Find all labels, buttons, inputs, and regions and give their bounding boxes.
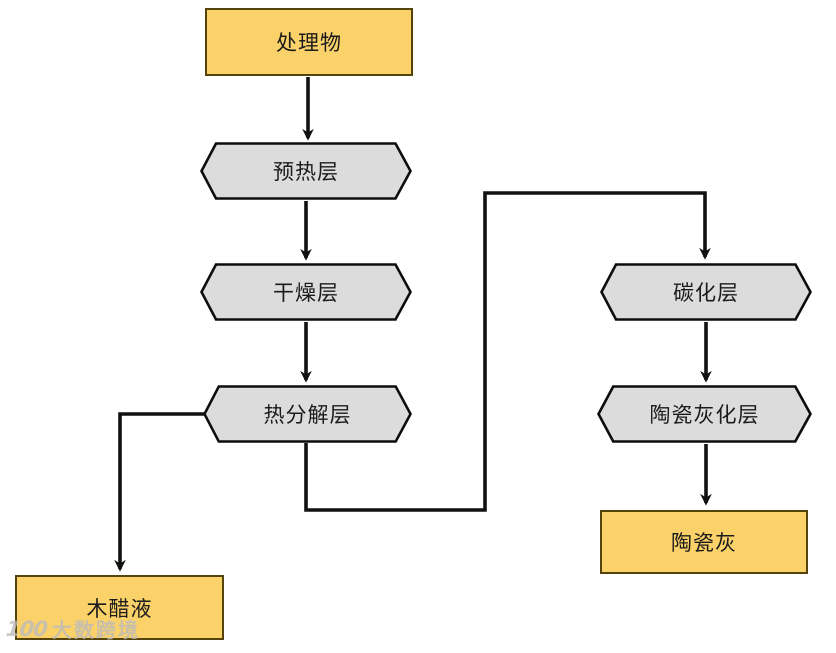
node-carbonization-label: 碳化层 <box>673 281 739 305</box>
node-ceramic-ash: 陶瓷灰 <box>600 510 808 574</box>
hexagon-shape <box>203 385 412 443</box>
edge-pyrolysis-carbonization <box>304 191 711 512</box>
hexagon-shape <box>600 263 812 321</box>
hexagon-shape <box>597 385 812 443</box>
hexagon-shape <box>200 142 412 200</box>
node-ceramic-ashing-label: 陶瓷灰化层 <box>649 403 760 427</box>
node-pyrolysis-label: 热分解层 <box>263 403 352 427</box>
node-feedstock-label: 处理物 <box>276 31 342 55</box>
node-carbonization: 碳化层 <box>600 263 812 321</box>
node-ceramic-ashing: 陶瓷灰化层 <box>597 385 812 443</box>
watermark: 100 大数跨境 <box>4 614 140 643</box>
node-preheat: 预热层 <box>200 142 412 200</box>
node-wood-vinegar-label: 木醋液 <box>86 596 153 621</box>
node-pyrolysis: 热分解层 <box>203 385 412 443</box>
node-drying-label: 干燥层 <box>273 281 339 305</box>
hexagon-shape <box>200 263 412 321</box>
node-feedstock: 处理物 <box>205 8 413 76</box>
node-wood-vinegar: 木醋液 <box>15 575 224 640</box>
edge-pyrolysis-wood-vinegar <box>114 412 204 572</box>
node-drying: 干燥层 <box>200 263 412 321</box>
watermark-text: 大数跨境 <box>51 618 140 642</box>
watermark-logo-icon: 100 <box>4 616 49 641</box>
node-preheat-label: 预热层 <box>273 160 339 184</box>
node-ceramic-ash-label: 陶瓷灰 <box>671 531 737 555</box>
